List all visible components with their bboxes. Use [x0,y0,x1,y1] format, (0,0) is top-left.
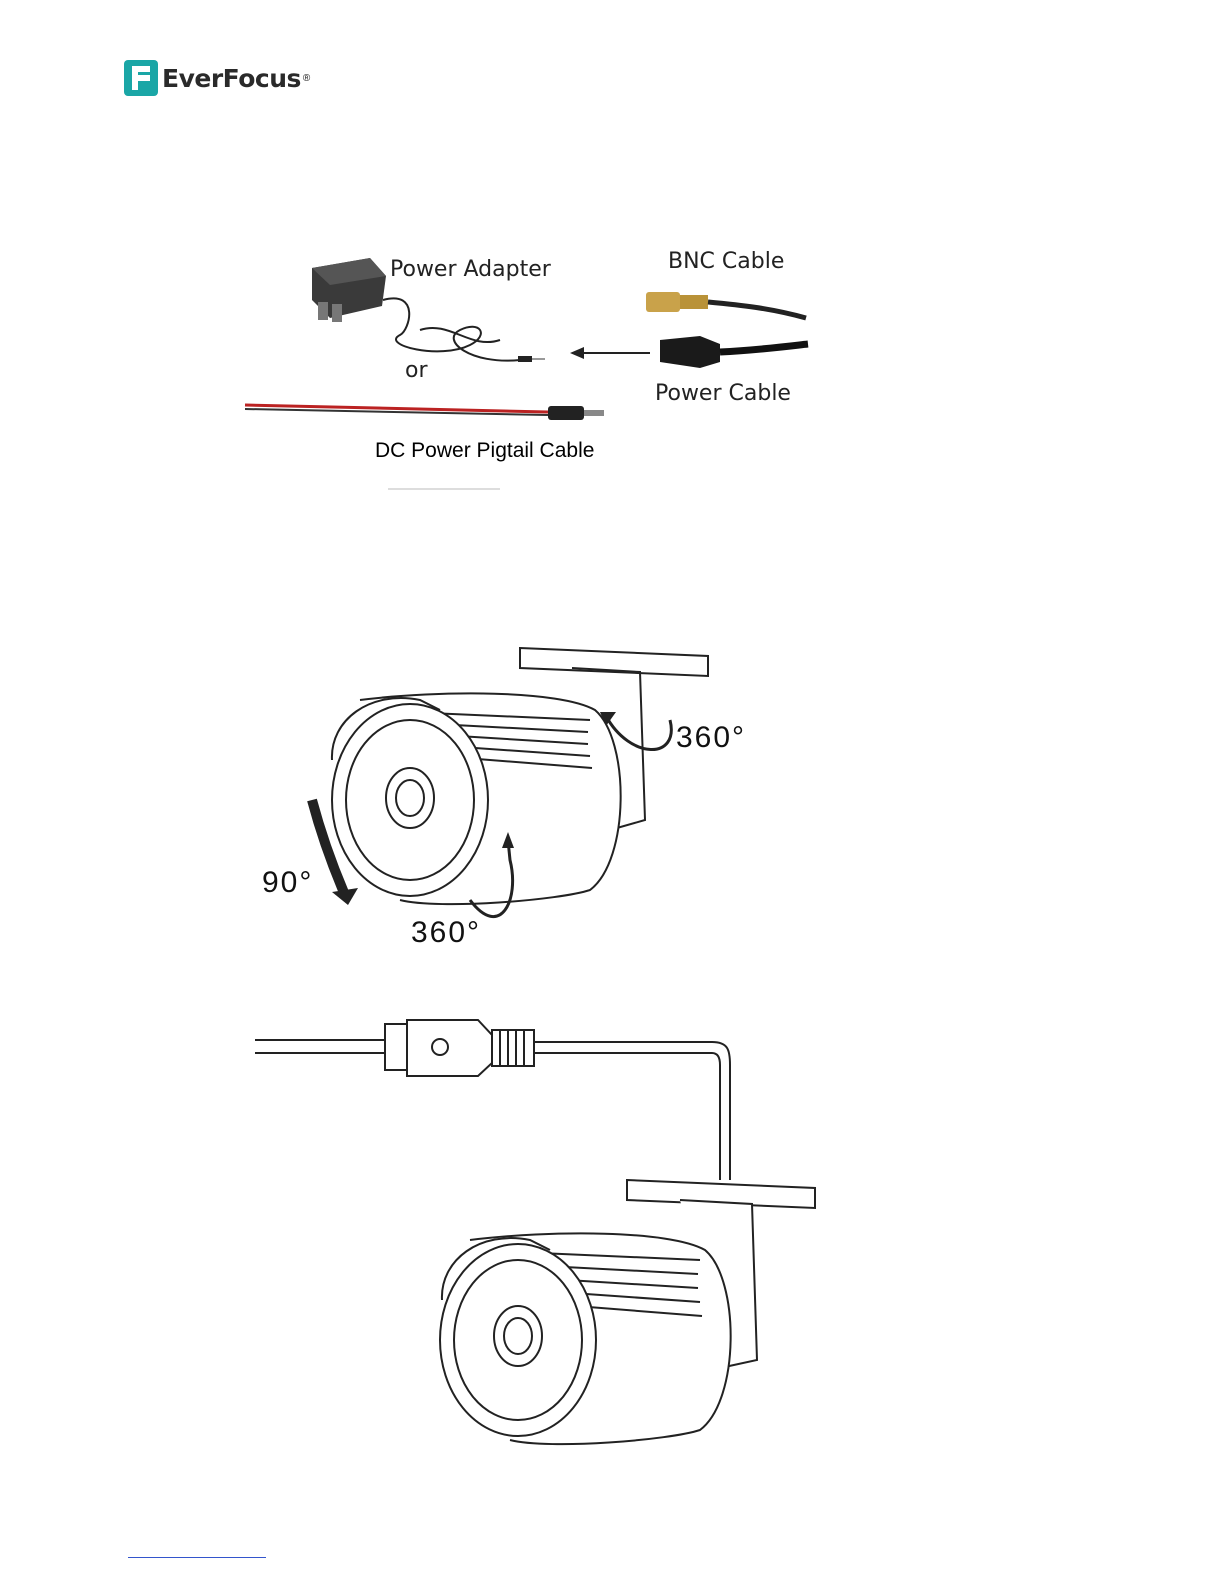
bnc-cable-label: BNC Cable [668,249,784,274]
footer-divider [128,1557,266,1558]
dc-pigtail-cable-illustration [245,405,604,420]
camera-cable-illustration [255,1020,815,1444]
power-cable-label: Power Cable [655,381,791,406]
body-rotation-label: 360° [411,916,481,950]
dc-pigtail-label: DC Power Pigtail Cable [375,439,594,463]
bracket-rotation-label: 360° [676,721,746,755]
or-label: or [405,358,428,383]
camera-adjustment-illustration [312,648,708,917]
tilt-label: 90° [262,866,313,900]
power-cable-illustration [660,336,808,368]
power-adapter-label: Power Adapter [390,257,551,282]
connection-arrow [570,347,650,359]
bnc-cable-illustration [646,292,806,318]
